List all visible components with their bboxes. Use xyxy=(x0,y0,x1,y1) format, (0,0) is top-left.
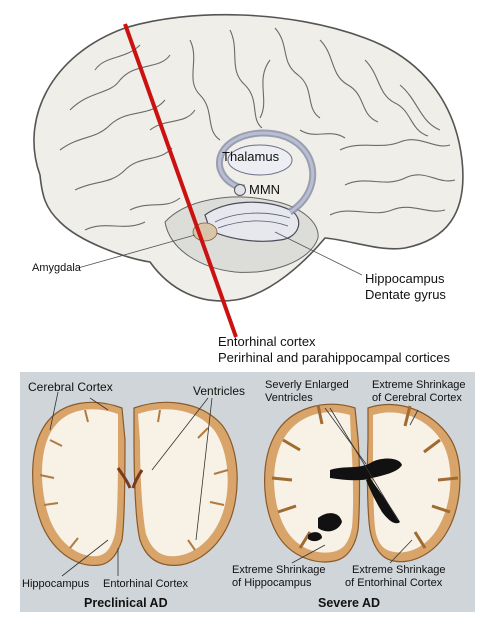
label-shrink-ento-1: Extreme Shrinkage xyxy=(352,564,446,576)
preclinical-ventricles xyxy=(116,467,132,489)
hippocampus-leader xyxy=(274,231,363,276)
label-hippocampus-preclinical: Hippocampus xyxy=(22,578,90,590)
severe-section xyxy=(264,403,461,564)
brain-lateral-illustration xyxy=(33,13,464,338)
label-severly-enlarged: Severly Enlarged xyxy=(265,379,349,391)
label-mmn: MMN xyxy=(249,182,281,197)
label-entorhinal-preclinical: Entorhinal Cortex xyxy=(103,578,188,590)
severe-gyri xyxy=(271,404,459,549)
label-thalamus: Thalamus xyxy=(222,149,280,164)
severe-leaders xyxy=(291,407,419,564)
coronal-cut-line xyxy=(123,23,238,338)
label-entorhinal-cortex: Entorhinal cortex xyxy=(218,334,316,349)
label-enlarged-ventricles: Ventricles xyxy=(265,392,313,404)
amygdala-leader xyxy=(77,234,196,269)
severe-ventricles xyxy=(330,458,402,481)
gyri-pattern xyxy=(59,27,456,231)
label-amygdala: Amygdala xyxy=(32,262,81,274)
hippocampus-shape xyxy=(204,201,300,242)
label-hippocampus: Hippocampus xyxy=(365,271,445,286)
label-shrink-ento-2: of Entorhinal Cortex xyxy=(345,577,443,589)
preclinical-gyri xyxy=(39,409,229,551)
label-perirhinal-cortices: Perirhinal and parahippocampal cortices xyxy=(218,350,450,365)
hippocampus-striations xyxy=(214,212,291,229)
label-shrink-cortex-2: of Cerebral Cortex xyxy=(372,392,462,404)
title-severe-ad: Severe AD xyxy=(318,596,381,610)
label-shrink-hippo-1: Extreme Shrinkage xyxy=(232,564,326,576)
preclinical-leaders xyxy=(49,391,213,577)
preclinical-section xyxy=(32,391,238,577)
mmn-shape xyxy=(234,184,246,196)
title-preclinical-ad: Preclinical AD xyxy=(84,596,168,610)
label-shrink-cortex-1: Extreme Shrinkage xyxy=(372,379,466,391)
label-ventricles: Ventricles xyxy=(193,384,246,398)
label-cerebral-cortex: Cerebral Cortex xyxy=(28,380,113,394)
label-shrink-hippo-2: of Hippocampus xyxy=(232,577,312,589)
thalamus-shape xyxy=(227,144,293,176)
label-dentate-gyrus: Dentate gyrus xyxy=(365,287,446,302)
